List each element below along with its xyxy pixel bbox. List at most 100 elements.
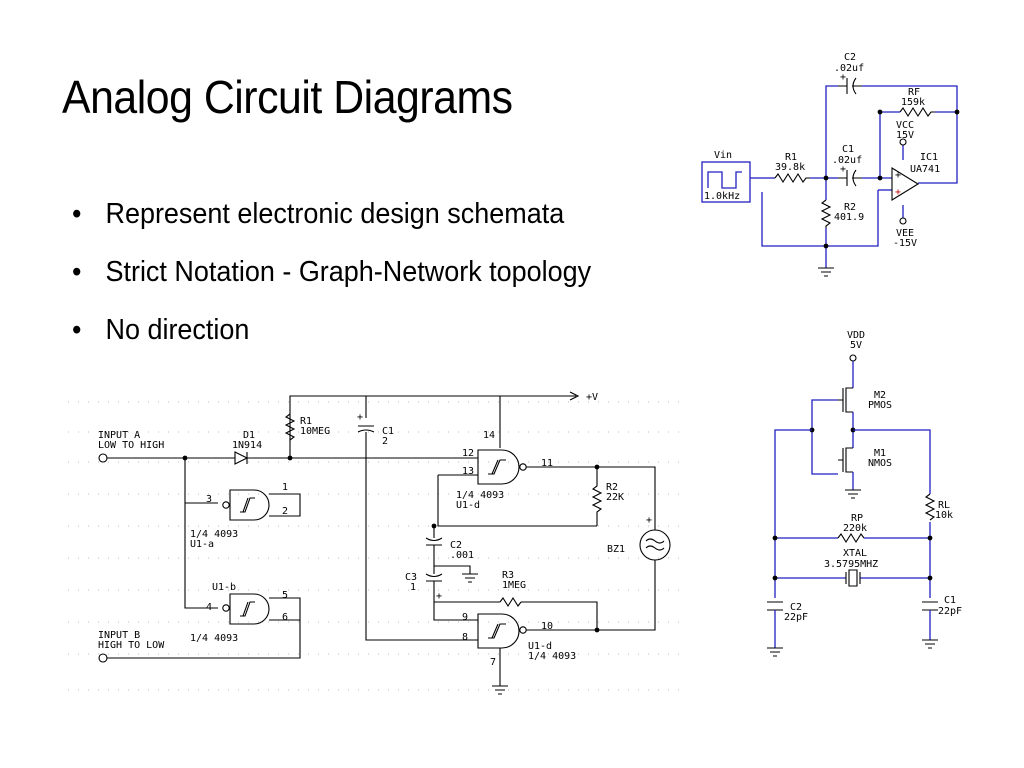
- c2-name: C2: [790, 602, 802, 613]
- inverter-bubble: [519, 463, 527, 471]
- arrow-icon: [569, 391, 580, 401]
- m2-value: PMOS: [868, 400, 892, 411]
- vcc-value: 15V: [896, 130, 914, 141]
- input-a-label-1: INPUT A: [98, 430, 140, 441]
- c1-value: .02uf: [832, 155, 862, 166]
- wire: [597, 560, 656, 631]
- opamp-noninverting-mark: +: [895, 187, 901, 198]
- nand-gate-u1a: [229, 489, 270, 521]
- bullet-item: •Strict Notation - Graph-Network topolog…: [72, 256, 591, 314]
- c3-polarity: +: [436, 591, 442, 602]
- m2-name: M2: [874, 390, 886, 401]
- c3-name: C3: [405, 572, 417, 583]
- rl-name: RL: [938, 500, 950, 511]
- crystal-xtal: [845, 569, 861, 587]
- vcc-name: VCC: [896, 120, 914, 131]
- d1-name: D1: [243, 430, 255, 441]
- r1-name: R1: [785, 152, 797, 163]
- pmos-m2: [838, 387, 853, 413]
- c2-name: C2: [450, 540, 462, 551]
- resistor-rf: [899, 106, 935, 118]
- schmitt-icon: [488, 623, 506, 639]
- ua-value: 1/4 4093: [190, 529, 238, 540]
- junction-dot: [772, 535, 778, 541]
- vdd-name: VDD: [847, 330, 865, 341]
- bullet-list: •Represent electronic design schemata •S…: [72, 198, 630, 372]
- pin-1: 1: [282, 482, 288, 493]
- c1-value: 22pF: [938, 606, 962, 617]
- c1-name: C1: [382, 426, 394, 437]
- rp-value: 220k: [843, 523, 867, 534]
- r1-value: 39.8k: [775, 162, 805, 173]
- ground-symbol: [845, 489, 861, 499]
- inverter-bubble: [222, 604, 230, 612]
- schmitt-icon: [240, 601, 255, 617]
- c1-polarity: +: [840, 164, 846, 175]
- c2-polarity: +: [840, 72, 846, 83]
- c2-value: .001: [450, 550, 474, 561]
- c3-value: 1: [410, 582, 416, 593]
- ground-symbol: [922, 639, 938, 649]
- pin-2: 2: [282, 506, 288, 517]
- ub-name: U1-b: [212, 582, 236, 593]
- buzzer-bz1: [639, 529, 671, 561]
- wire: [774, 429, 812, 598]
- wire: [521, 601, 598, 630]
- pin-10: 10: [541, 621, 553, 632]
- junction-dot: [927, 575, 933, 581]
- ud-bottom-name: U1-d: [528, 641, 552, 652]
- nand-gate-u1b: [229, 593, 270, 625]
- bullet-text: No direction: [105, 314, 250, 346]
- vee-name: VEE: [896, 228, 914, 239]
- r1-value: 10MEG: [300, 426, 330, 437]
- pin-6: 6: [282, 612, 288, 623]
- capacitor-c1: [838, 169, 862, 187]
- wire: [761, 192, 826, 247]
- resistor-r1: [774, 172, 810, 184]
- vee-terminal: [899, 217, 907, 225]
- junction-dot: [823, 175, 829, 181]
- slide-title: Analog Circuit Diagrams: [62, 71, 513, 123]
- pin-4: 4: [206, 602, 212, 613]
- schmitt-icon: [240, 497, 255, 513]
- junction-dot: [954, 109, 960, 115]
- pin-5: 5: [282, 590, 288, 601]
- resistor-r2: [591, 467, 603, 526]
- junction-dot: [877, 109, 883, 115]
- vin-label: Vin: [714, 150, 732, 161]
- wire: [433, 545, 471, 574]
- wire: [853, 429, 931, 494]
- c1-polarity: +: [357, 412, 363, 423]
- capacitor-c3: [425, 573, 443, 582]
- junction-dot: [877, 175, 883, 181]
- opamp-filter-circuit: Vin 1.0kHz R1 39.8k C2 .02uf + RF 159k C…: [701, 52, 960, 277]
- pin-12: 12: [462, 448, 474, 459]
- ua-name: U1-a: [190, 539, 214, 550]
- resistor-rl: [924, 493, 936, 521]
- pin-14: 14: [483, 430, 495, 441]
- junction-dot: [182, 455, 188, 461]
- nand-gate-u1d-top: [477, 449, 520, 485]
- rp-name: RP: [851, 513, 863, 524]
- wire: [526, 466, 656, 530]
- pin-3: 3: [206, 494, 212, 505]
- rl-value: 10k: [935, 510, 953, 521]
- bullet-dot: •: [72, 256, 82, 288]
- diode-d1: [234, 451, 249, 465]
- ic1-value: UA741: [910, 164, 940, 175]
- r2-name: R2: [606, 482, 618, 493]
- capacitor-c2: [767, 601, 783, 611]
- capacitor-c2: [838, 77, 862, 95]
- wire: [365, 458, 478, 641]
- wire: [825, 85, 838, 178]
- buzzer-wave-icon: [645, 538, 665, 551]
- junction-dot: [823, 243, 829, 249]
- bullet-dot: •: [72, 314, 82, 346]
- xtal-value: 3.5795MHZ: [824, 559, 878, 570]
- pin-11: 11: [541, 458, 553, 469]
- wire: [826, 190, 879, 247]
- vin-frequency: 1.0kHz: [704, 191, 740, 202]
- resistor-rp: [837, 532, 865, 544]
- bz1-polarity: +: [646, 515, 652, 526]
- ground-symbol: [462, 573, 478, 583]
